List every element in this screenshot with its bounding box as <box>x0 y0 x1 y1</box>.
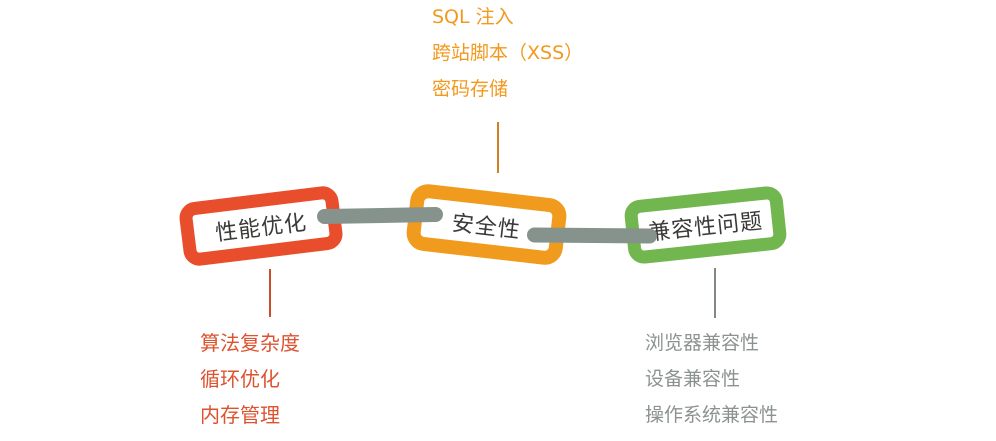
performance-issues-list: 算法复杂度 循环优化 内存管理 <box>200 332 300 427</box>
list-item: 设备兼容性 <box>645 368 741 390</box>
compatibility-issues-list: 浏览器兼容性 设备兼容性 操作系统兼容性 <box>645 332 778 427</box>
list-item: 浏览器兼容性 <box>645 332 760 354</box>
security-issues-list: SQL 注入 跨站脚本（XSS） 密码存储 <box>432 6 583 100</box>
node-performance-label: 性能优化 <box>214 210 309 247</box>
node-compatibility-box: 兼容性问题 <box>623 184 788 266</box>
list-item: SQL 注入 <box>432 6 514 28</box>
node-performance-box: 性能优化 <box>177 184 345 268</box>
node-security-box: 安全性 <box>404 182 569 267</box>
chain-connector-performance-security <box>316 206 444 225</box>
node-compatibility-label: 兼容性问题 <box>647 209 765 246</box>
security-leader-line <box>497 122 499 173</box>
compatibility-leader-line <box>714 268 716 318</box>
list-item: 内存管理 <box>200 403 280 427</box>
list-item: 操作系统兼容性 <box>645 404 779 426</box>
chain-connector-security-compatibility <box>526 227 658 244</box>
list-item: 跨站脚本（XSS） <box>432 42 584 64</box>
list-item: 算法复杂度 <box>200 331 300 355</box>
list-item: 循环优化 <box>200 367 280 391</box>
list-item: 密码存储 <box>432 78 509 100</box>
node-security-label: 安全性 <box>450 210 522 244</box>
performance-leader-line <box>269 269 271 317</box>
